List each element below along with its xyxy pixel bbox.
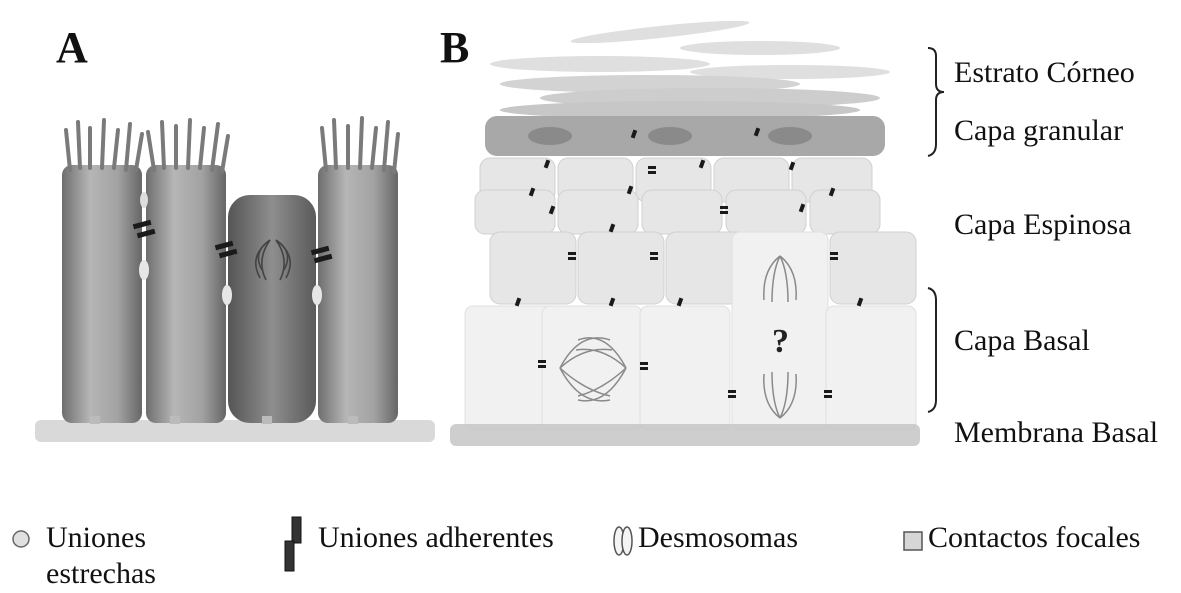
panel-a-columnar-cell — [318, 118, 398, 423]
layer-label-basement-membrane: Membrana Basal — [954, 418, 1158, 448]
panel-a-columnar-cell — [62, 120, 142, 423]
desmosome-icon — [611, 524, 635, 558]
legend-adherens-junctions: Uniones adherentes — [318, 520, 554, 556]
bracket-granular — [928, 100, 936, 156]
bracket-basal — [928, 288, 936, 412]
panel-b-granular-layer — [485, 116, 885, 156]
panel-b-spinous-layer — [475, 158, 916, 304]
tight-junction-icon — [10, 528, 32, 550]
legend-focal-contacts: Contactos focales — [928, 520, 1140, 556]
panel-b-basement-membrane — [450, 424, 920, 446]
adherens-junction-icon — [282, 517, 304, 573]
panel-a-dividing-cell — [228, 195, 316, 423]
panel-b-question-mark: ? — [772, 323, 789, 360]
legend-desmosomes: Desmosomas — [638, 520, 798, 556]
focal-contact-icon — [902, 530, 924, 552]
panel-b-stratum-corneum — [490, 17, 890, 119]
panel-a-columnar-cell — [146, 120, 228, 423]
layer-label-spinous: Capa Espinosa — [954, 210, 1131, 240]
legend-tight-junctions-line2: estrechas — [46, 556, 156, 592]
panel-a-illustration — [30, 110, 450, 450]
panel-a-letter: A — [56, 26, 88, 70]
layer-label-stratum-corneum: Estrato Córneo — [954, 58, 1135, 88]
legend-tight-junctions-line1: Uniones — [46, 520, 156, 556]
legend-tight-junctions: Uniones estrechas — [46, 520, 156, 592]
layer-label-granular: Capa granular — [954, 116, 1123, 146]
layer-brackets — [920, 40, 950, 420]
panel-b-illustration: ? — [450, 10, 920, 460]
layer-label-basal: Capa Basal — [954, 326, 1090, 356]
